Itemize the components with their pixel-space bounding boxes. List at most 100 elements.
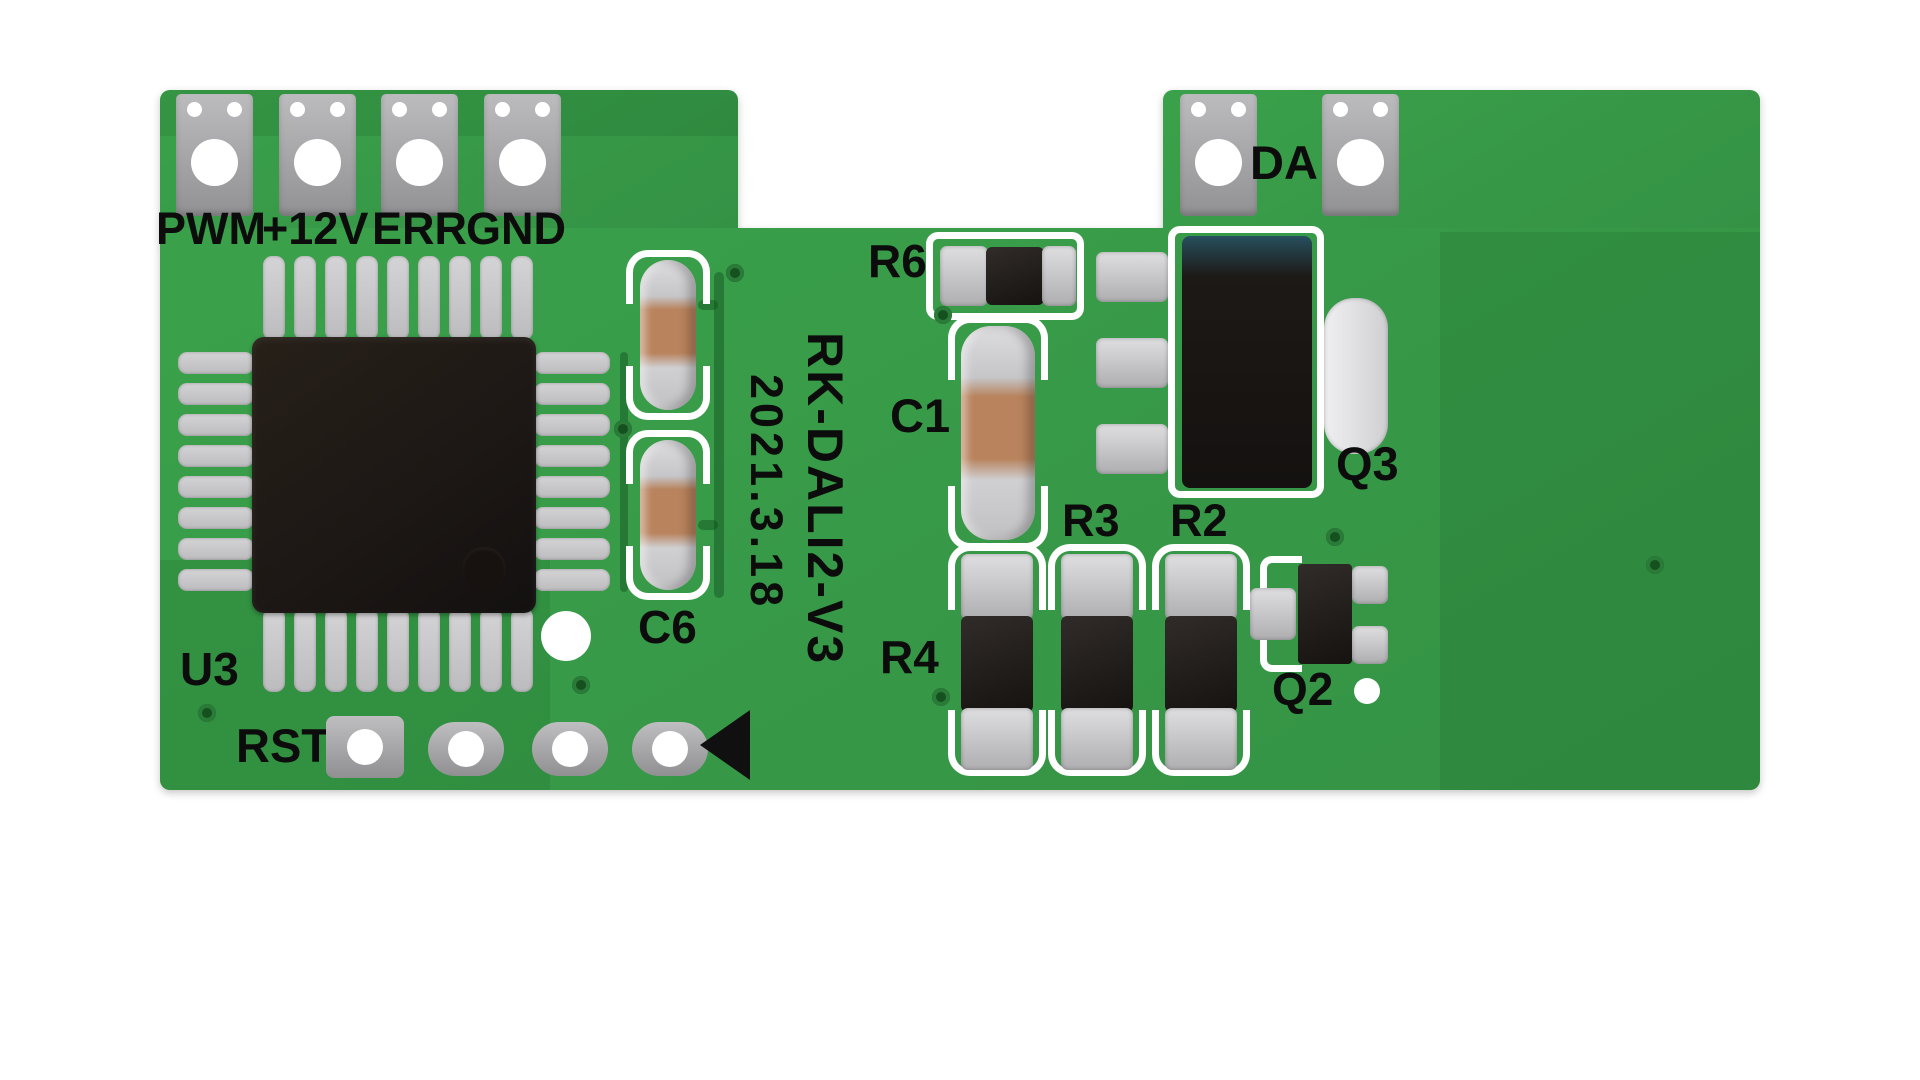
- pad-hole: [187, 102, 202, 117]
- pad-hole: [1231, 102, 1246, 117]
- chip-lead: [325, 608, 347, 692]
- chip-lead: [534, 538, 610, 560]
- chip-lead: [534, 414, 610, 436]
- pad-hole: [1195, 139, 1242, 186]
- copper-trace: [714, 272, 724, 598]
- via: [1646, 556, 1664, 574]
- chip-lead: [387, 256, 409, 340]
- chip-lead: [178, 476, 254, 498]
- label-model: RK-DALI2-V3: [797, 332, 853, 666]
- q2-pad-bottom: [1352, 626, 1388, 664]
- label-q3: Q3: [1336, 437, 1399, 490]
- pad-hole: [495, 102, 510, 117]
- pad-hole: [294, 139, 341, 186]
- pin-pad-err: [381, 94, 458, 216]
- prog-pad-3: [632, 722, 708, 776]
- rst-pad: [326, 716, 404, 778]
- q3-body: [1182, 236, 1312, 488]
- pin-pad-pwm: [176, 94, 253, 216]
- q3-leg-pad: [1096, 424, 1168, 474]
- r3-pad-top: [1061, 554, 1133, 620]
- prog-pad-2: [532, 722, 608, 776]
- copper-trace: [620, 352, 628, 592]
- chip-lead: [356, 256, 378, 340]
- label-r6: R6: [868, 235, 927, 287]
- pin-pad-da-1: [1180, 94, 1257, 216]
- r4-pad-top: [961, 554, 1033, 620]
- label-r4: R4: [880, 631, 939, 683]
- r2-silkscreen-top: [1152, 544, 1250, 610]
- r6-body: [986, 247, 1044, 305]
- chip-lead: [534, 445, 610, 467]
- r6-pad-right: [1042, 246, 1076, 306]
- c6-silkscreen-bottom: [626, 366, 710, 420]
- c1-capacitor: [961, 326, 1035, 540]
- label-date: 2021.3.18: [741, 374, 792, 611]
- chip-lead: [178, 569, 254, 591]
- c6-capacitor-2: [640, 440, 696, 590]
- chip-lead: [387, 608, 409, 692]
- r2-silkscreen-bottom: [1152, 710, 1250, 776]
- chip-lead: [480, 608, 502, 692]
- chip-lead: [178, 538, 254, 560]
- pad-hole: [1191, 102, 1206, 117]
- q3-tab: [1324, 298, 1388, 454]
- chip-lead: [325, 256, 347, 340]
- r4-silkscreen-top: [948, 544, 1046, 610]
- chip-lead: [356, 608, 378, 692]
- via: [1326, 528, 1344, 546]
- q3-silkscreen: [1168, 226, 1324, 498]
- chip-lead: [534, 569, 610, 591]
- r3-pad-bottom: [1061, 708, 1133, 770]
- copper-trace: [698, 520, 718, 530]
- chip-lead: [534, 507, 610, 529]
- q2-pad-left: [1250, 588, 1296, 640]
- c6-silkscreen-bottom: [626, 546, 710, 600]
- u3-chip: [252, 337, 536, 613]
- r3-body: [1061, 616, 1133, 712]
- label-rst: RST: [236, 719, 330, 772]
- r3-silkscreen-top: [1048, 544, 1146, 610]
- pad-hole: [535, 102, 550, 117]
- r2-body: [1165, 616, 1237, 712]
- pad-hole: [1373, 102, 1388, 117]
- chip-lead: [263, 256, 285, 340]
- chip-lead: [480, 256, 502, 340]
- pad-hole: [396, 139, 443, 186]
- u3-pin1-dot: [462, 547, 506, 591]
- pad-hole: [432, 102, 447, 117]
- chip-lead: [534, 383, 610, 405]
- chip-lead: [178, 445, 254, 467]
- chip-lead: [511, 608, 533, 692]
- via: [572, 676, 590, 694]
- pad-hole: [227, 102, 242, 117]
- r4-pad-bottom: [961, 708, 1033, 770]
- pin-pad-gnd: [484, 94, 561, 216]
- pad-hole: [290, 102, 305, 117]
- board-tab-right: [1163, 90, 1760, 232]
- label-c6: C6: [638, 601, 697, 653]
- r3-silkscreen-bottom: [1048, 710, 1146, 776]
- c6-silkscreen-top: [626, 250, 710, 304]
- chip-lead: [449, 608, 471, 692]
- chip-lead: [511, 256, 533, 340]
- pad-hole: [499, 139, 546, 186]
- label-r2: R2: [1170, 495, 1228, 546]
- q3-leg-pad: [1096, 252, 1168, 302]
- chip-lead: [534, 352, 610, 374]
- via: [614, 420, 632, 438]
- chip-lead: [534, 476, 610, 498]
- mounting-hole: [541, 611, 591, 661]
- chip-lead: [178, 352, 254, 374]
- chip-lead: [418, 608, 440, 692]
- label-da: DA: [1250, 136, 1318, 189]
- pad-hole: [347, 729, 383, 765]
- pad-hole: [552, 731, 588, 767]
- q2-pad-top: [1352, 566, 1388, 604]
- chip-lead: [449, 256, 471, 340]
- prog-pad-1: [428, 722, 504, 776]
- chip-lead: [294, 608, 316, 692]
- pad-hole: [392, 102, 407, 117]
- pad-hole: [1333, 102, 1348, 117]
